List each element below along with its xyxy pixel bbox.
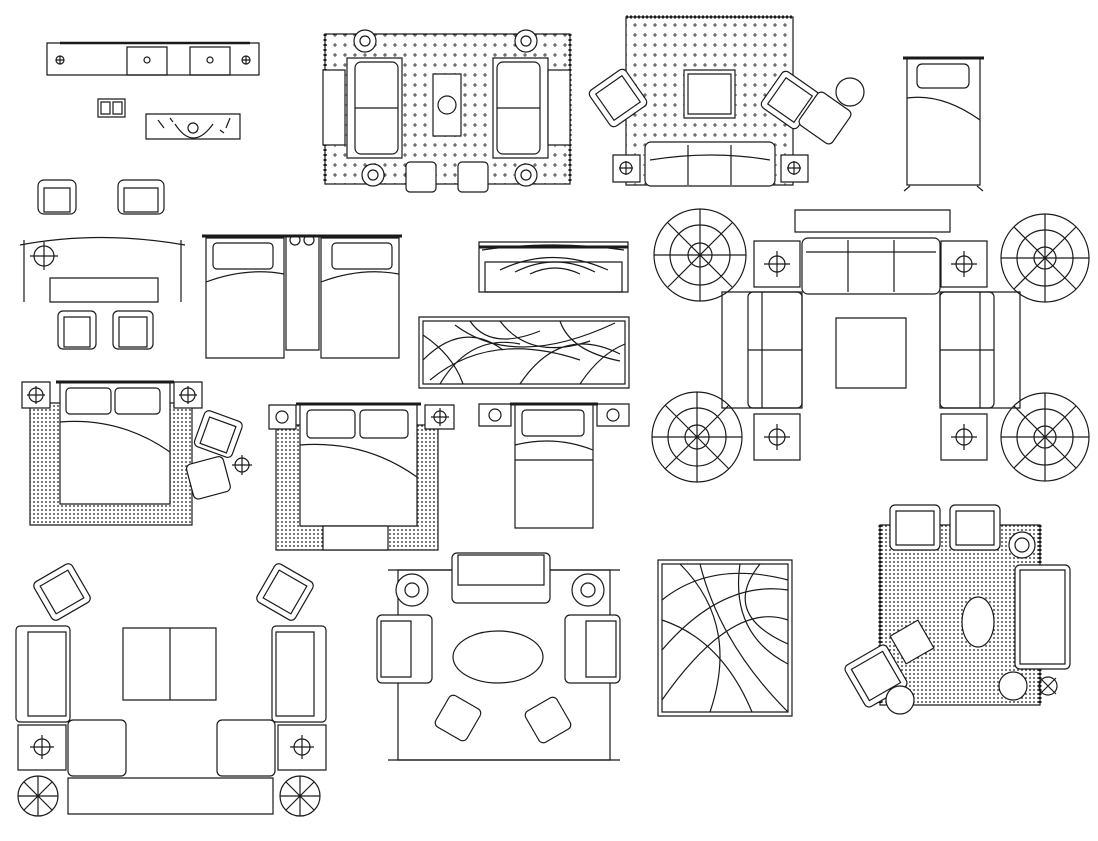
square-patterned-rug bbox=[658, 560, 792, 716]
patterned-runner-rug bbox=[419, 317, 629, 388]
oval-table-seating bbox=[377, 553, 620, 760]
desk-with-chairs bbox=[20, 180, 185, 349]
palm-tree-icon bbox=[1001, 393, 1089, 481]
palm-tree-icon bbox=[280, 776, 320, 816]
lounge-with-palms bbox=[652, 209, 1089, 482]
palm-tree-icon bbox=[18, 776, 58, 816]
palm-tree-icon bbox=[654, 209, 746, 301]
double-bed-rug-armchairs bbox=[22, 382, 252, 525]
corner-seating-rug bbox=[843, 505, 1070, 714]
kitchen-sink bbox=[98, 99, 125, 117]
sofa-armchairs-rug bbox=[587, 17, 864, 186]
palm-tree-icon bbox=[652, 392, 742, 482]
vanity-single-sink bbox=[146, 114, 240, 139]
palm-tree-icon bbox=[1001, 214, 1089, 302]
twin-beds bbox=[202, 235, 402, 358]
lounge-sofas-armchairs bbox=[16, 562, 326, 816]
living-set-rug bbox=[323, 30, 570, 192]
single-bed bbox=[903, 58, 984, 191]
double-bed-small bbox=[479, 404, 629, 528]
double-bed-rug bbox=[269, 404, 454, 550]
bench bbox=[479, 242, 628, 292]
vanity-double-sink bbox=[47, 43, 259, 75]
